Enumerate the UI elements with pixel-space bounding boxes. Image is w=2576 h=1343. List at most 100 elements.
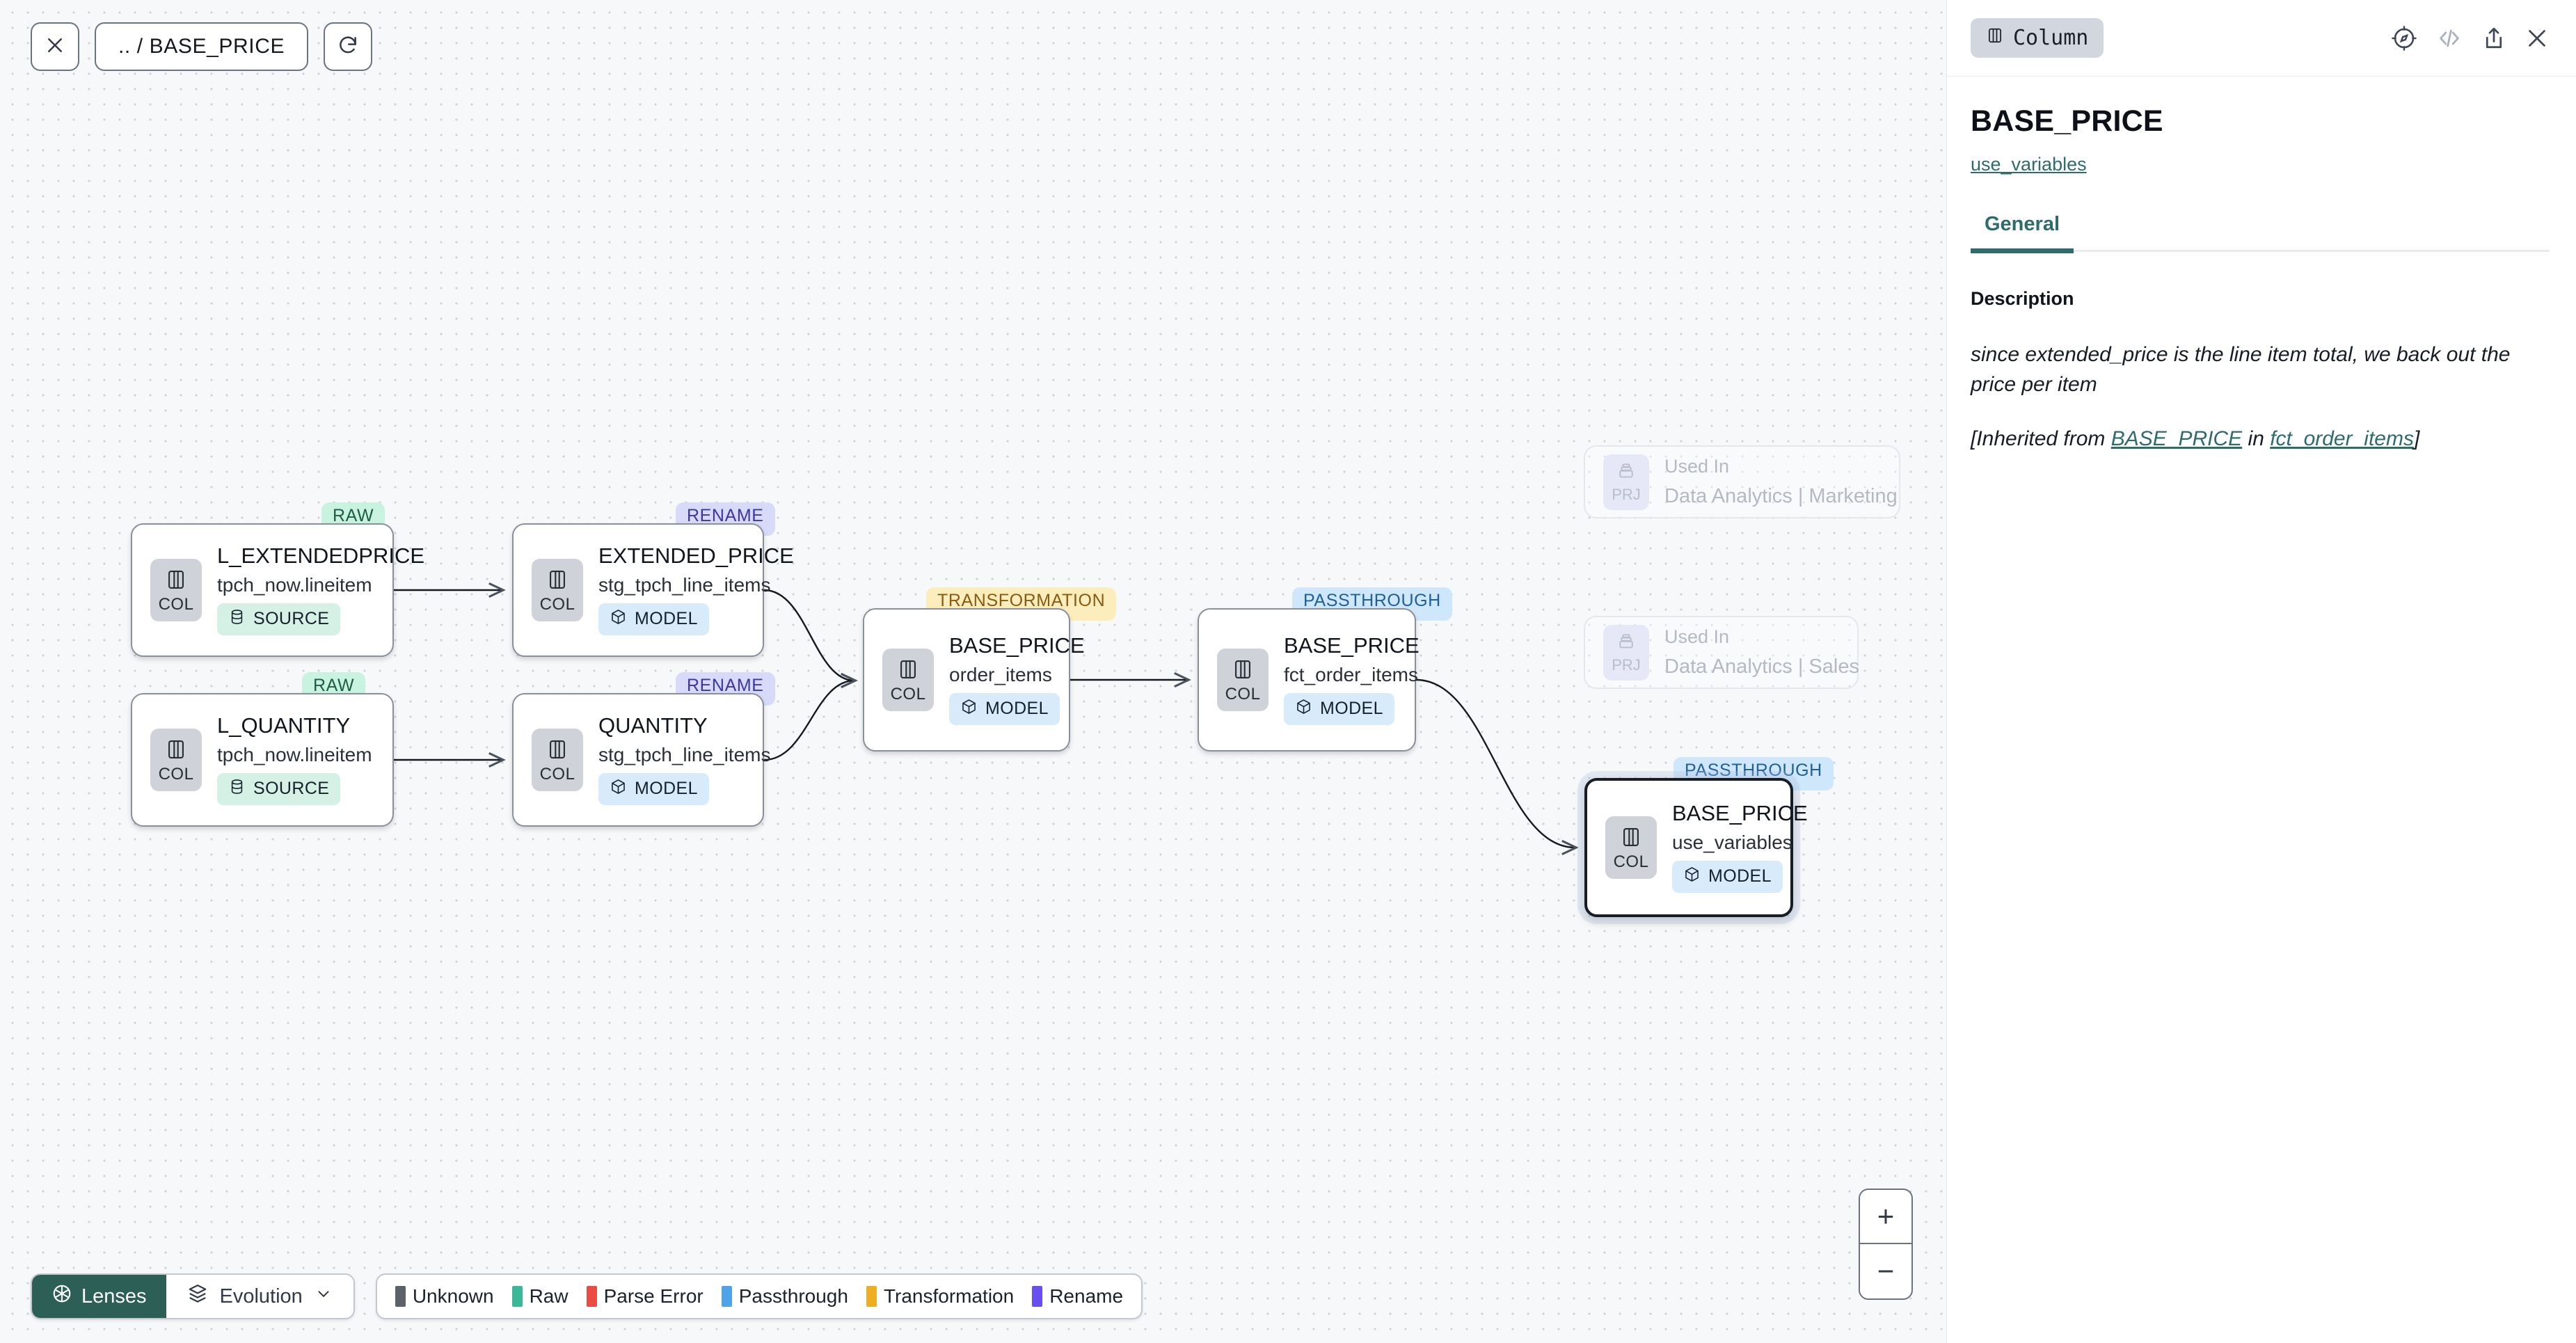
used-in-value: Data Analytics | Marketing bbox=[1664, 485, 1898, 507]
project-icon bbox=[1616, 460, 1637, 484]
project-icon bbox=[1616, 630, 1637, 655]
zoom-in-button[interactable]: + bbox=[1860, 1190, 1911, 1244]
column-icon bbox=[1231, 658, 1255, 685]
bottom-toolbar: Lenses Evolution Unknown Raw Parse Error Pa… bbox=[31, 1273, 1143, 1319]
column-chip-label: COL bbox=[158, 594, 194, 614]
legend-label: Raw bbox=[529, 1285, 569, 1307]
chevron-down-icon bbox=[315, 1285, 333, 1308]
column-type-chip: COL bbox=[150, 729, 202, 791]
legend-item[interactable]: Transformation bbox=[866, 1285, 1014, 1308]
legend-label: Transformation bbox=[883, 1285, 1015, 1307]
close-icon[interactable] bbox=[2525, 26, 2550, 51]
node-title: EXTENDED_PRICE bbox=[598, 543, 794, 569]
description-text: since extended_price is the line item to… bbox=[1971, 343, 2511, 396]
code-icon[interactable] bbox=[2435, 24, 2463, 52]
lenses-group: Lenses Evolution bbox=[31, 1273, 355, 1319]
details-panel-header: Column bbox=[1947, 0, 2576, 77]
legend-swatch bbox=[866, 1286, 877, 1307]
database-icon bbox=[228, 608, 246, 630]
used-in-label: Used In bbox=[1664, 456, 1730, 477]
details-panel-body: BASE_PRICE use_variables General Descrip… bbox=[1947, 77, 2576, 454]
zoom-out-button[interactable]: − bbox=[1877, 1255, 1895, 1287]
share-icon[interactable] bbox=[2481, 26, 2506, 51]
legend-swatch bbox=[586, 1286, 597, 1307]
breadcrumb-button[interactable]: .. / BASE_PRICE bbox=[95, 22, 309, 71]
node-subtitle: stg_tpch_line_items bbox=[598, 743, 771, 765]
close-button[interactable] bbox=[31, 22, 79, 71]
node-subtitle: use_variables bbox=[1672, 831, 1792, 853]
page-title: BASE_PRICE bbox=[1971, 104, 2163, 138]
node-title: L_EXTENDEDPRICE bbox=[217, 543, 425, 569]
legend-item[interactable]: Parse Error bbox=[586, 1285, 703, 1308]
column-icon bbox=[546, 568, 569, 595]
legend-swatch bbox=[1032, 1286, 1043, 1307]
cube-icon bbox=[610, 608, 627, 630]
inherited-model-link[interactable]: fct_order_items bbox=[2270, 427, 2414, 451]
node-kind-label: MODEL bbox=[635, 609, 698, 629]
column-icon bbox=[164, 738, 188, 765]
description-label: Description bbox=[1971, 288, 2074, 309]
legend-item[interactable]: Raw bbox=[511, 1285, 569, 1308]
parent-model-link[interactable]: use_variables bbox=[1971, 154, 2087, 175]
lens-legend: Unknown Raw Parse Error Passthrough Transfor… bbox=[375, 1273, 1143, 1319]
project-type-chip: PRJ bbox=[1603, 624, 1649, 681]
inherited-middle: in bbox=[2242, 427, 2271, 451]
node-kind-label: MODEL bbox=[1708, 866, 1772, 887]
legend-item[interactable]: Unknown bbox=[395, 1285, 494, 1308]
lineage-canvas[interactable]: .. / BASE_PRICE bbox=[0, 0, 1946, 1343]
node-kind-chip: MODEL bbox=[1672, 860, 1783, 893]
column-icon bbox=[164, 568, 188, 595]
column-chip-label: COL bbox=[890, 684, 926, 704]
column-chip-label: COL bbox=[158, 764, 194, 784]
legend-item[interactable]: Passthrough bbox=[721, 1285, 848, 1308]
legend-swatch bbox=[721, 1286, 732, 1307]
node-kind-label: MODEL bbox=[1320, 699, 1383, 719]
cube-icon bbox=[610, 778, 627, 800]
entity-type-label: Column bbox=[2013, 26, 2089, 50]
panel-tabs: General bbox=[1971, 213, 2550, 253]
evolution-label: Evolution bbox=[219, 1285, 303, 1308]
node-title: BASE_PRICE bbox=[949, 633, 1085, 658]
evolution-dropdown[interactable]: Evolution bbox=[166, 1275, 353, 1318]
entity-type-badge: Column bbox=[1971, 18, 2104, 58]
tab-general[interactable]: General bbox=[1971, 213, 2074, 253]
zoom-controls[interactable]: + − bbox=[1859, 1189, 1913, 1300]
column-icon bbox=[546, 738, 569, 765]
node-subtitle: tpch_now.lineitem bbox=[217, 743, 372, 765]
legend-label: Passthrough bbox=[738, 1285, 848, 1307]
node-title: BASE_PRICE bbox=[1284, 633, 1420, 658]
canvas-toolbar: .. / BASE_PRICE bbox=[31, 22, 373, 71]
breadcrumb-label: .. / BASE_PRICE bbox=[118, 35, 285, 58]
node-kind-chip: MODEL bbox=[1284, 692, 1394, 725]
column-type-chip: COL bbox=[150, 559, 202, 621]
compass-icon[interactable] bbox=[2391, 25, 2417, 51]
column-icon bbox=[1986, 26, 2004, 50]
node-kind-chip: MODEL bbox=[949, 692, 1060, 725]
node-kind-chip: SOURCE bbox=[217, 603, 341, 635]
legend-label: Rename bbox=[1049, 1285, 1124, 1307]
column-type-chip: COL bbox=[882, 649, 934, 711]
used-in-value: Data Analytics | Sales bbox=[1664, 655, 1859, 678]
refresh-button[interactable] bbox=[324, 22, 373, 71]
node-title: BASE_PRICE bbox=[1672, 801, 1808, 826]
layers-icon bbox=[187, 1283, 208, 1310]
node-kind-chip: SOURCE bbox=[217, 772, 341, 805]
inherited-column-link[interactable]: BASE_PRICE bbox=[2110, 427, 2243, 451]
cube-icon bbox=[960, 698, 978, 720]
column-icon bbox=[896, 658, 920, 685]
legend-item[interactable]: Rename bbox=[1032, 1285, 1123, 1308]
node-kind-chip: MODEL bbox=[598, 603, 709, 635]
node-subtitle: stg_tpch_line_items bbox=[598, 573, 771, 596]
column-type-chip: COL bbox=[532, 559, 583, 621]
lenses-button[interactable]: Lenses bbox=[32, 1275, 166, 1318]
